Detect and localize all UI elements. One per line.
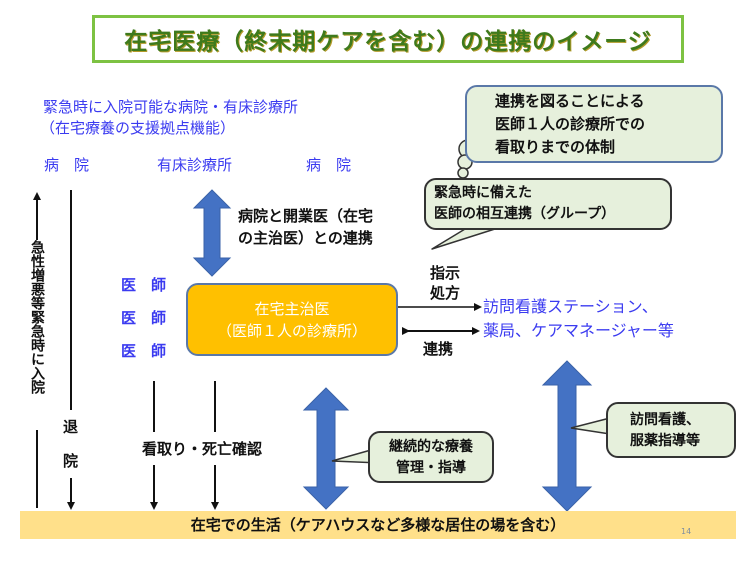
care-bubble-line2: 管理・指導 xyxy=(396,460,466,476)
nursing-bubble: 訪問看護、 服薬指導等 xyxy=(606,402,736,458)
facility-hospital-right: 病 院 xyxy=(306,156,352,174)
blue-double-arrow-right xyxy=(541,360,593,512)
instruction-label-line2: 処方 xyxy=(430,284,461,302)
end-of-life-label: 看取り・死亡確認 xyxy=(142,439,263,459)
doctor-label-1: 医 師 xyxy=(121,276,167,294)
facility-hospital-left: 病 院 xyxy=(44,156,90,174)
thought-bubble: 連携を図ることによる 医師１人の診療所での 看取りまでの体制 xyxy=(465,85,723,163)
care-bubble-line1: 継続的な療養 xyxy=(389,439,473,455)
cooperation-label-line1: 病院と開業医（在宅 xyxy=(238,207,374,225)
page-number: 14 xyxy=(681,527,692,536)
cooperation-label-line2: の主治医）との連携 xyxy=(238,229,373,247)
doctor-label-3: 医 師 xyxy=(121,342,167,360)
nursing-bubble-line1: 訪問看護、 xyxy=(630,412,700,428)
home-life-label: 在宅での生活（ケアハウスなど多様な居住の場を含む） xyxy=(190,516,566,534)
home-life-bar: 在宅での生活（ケアハウスなど多様な居住の場を含む） 14 xyxy=(20,511,736,539)
thought-circle-3 xyxy=(457,167,469,179)
home-doctor-line1: 在宅主治医 xyxy=(254,299,330,318)
mutual-bubble: 緊急時に備えた 医師の相互連携（グループ） xyxy=(424,178,672,230)
thought-bubble-line2: 医師１人の診療所での xyxy=(495,115,646,133)
discharge-label-1: 退 xyxy=(63,418,79,436)
nursing-bubble-tail xyxy=(570,417,611,435)
mutual-bubble-line1: 緊急時に備えた xyxy=(434,185,532,201)
partners-line2: 薬局、ケアマネージャー等 xyxy=(483,321,674,340)
care-bubble: 継続的な療養 管理・指導 xyxy=(368,431,494,483)
facility-clinic: 有床診療所 xyxy=(157,156,233,174)
link-label: 連携 xyxy=(423,340,454,358)
hospital-header-line1: 緊急時に入院可能な病院・有床診療所 xyxy=(43,98,299,116)
mutual-bubble-line2: 医師の相互連携（グループ） xyxy=(434,206,616,222)
doctor-label-2: 医 師 xyxy=(121,309,167,327)
nursing-bubble-line2: 服薬指導等 xyxy=(630,433,700,449)
blue-double-arrow-top xyxy=(192,189,232,277)
home-doctor-box: 在宅主治医 （医師１人の診療所） xyxy=(186,283,398,356)
thought-bubble-line3: 看取りまでの体制 xyxy=(495,138,616,156)
discharge-label-2: 院 xyxy=(63,452,79,470)
title-box: 在宅医療（終末期ケアを含む）の連携のイメージ xyxy=(92,15,684,63)
page-title: 在宅医療（終末期ケアを含む）の連携のイメージ xyxy=(124,29,652,55)
partners-line1: 訪問看護ステーション、 xyxy=(483,297,658,316)
blue-double-arrow-middle xyxy=(302,387,350,510)
thought-bubble-line1: 連携を図ることによる xyxy=(495,92,645,110)
home-doctor-line2: （医師１人の診療所） xyxy=(216,321,367,340)
admission-label: 急性増悪等緊急時に入院 xyxy=(29,240,45,394)
instruction-label-line1: 指示 xyxy=(430,264,461,282)
hospital-header-line2: （在宅療養の支援拠点機能） xyxy=(40,119,236,137)
